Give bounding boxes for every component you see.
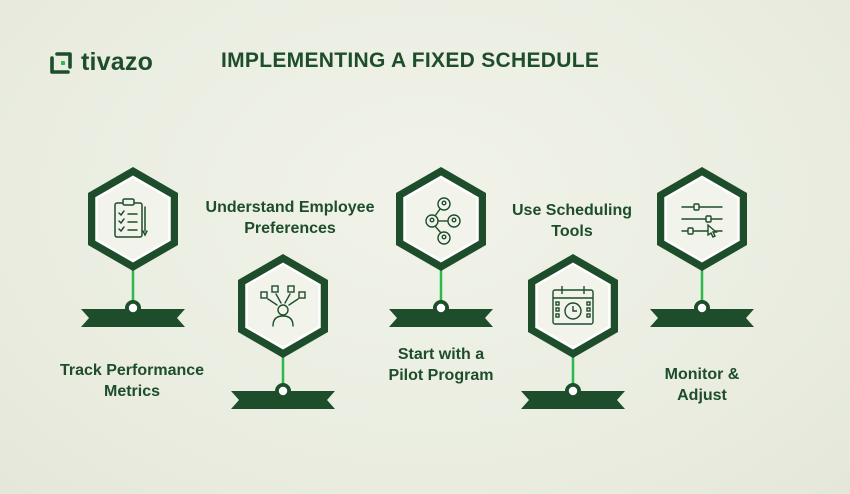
step-3-node [433,300,449,316]
brand-name: tivazo [81,48,154,76]
step-1-node [125,300,141,316]
team-network-icon [425,197,461,245]
step-1-badge [86,165,180,273]
step-2-group [231,252,335,409]
sliders-adjust-icon [681,203,723,238]
step-4-label: Use Scheduling Tools [511,202,633,240]
step-2-badge [236,252,330,360]
step-5-label: Monitor & Adjust [664,366,740,404]
clipboard-checklist-icon [114,198,148,238]
brand-logo: tivazo [48,48,153,77]
calendar-clock-icon [552,286,594,325]
step-1-group [81,165,185,327]
step-1-label: Track Performance Metrics [59,362,205,400]
step-2-label: Understand Employee Preferences [205,199,375,237]
step-4-node [565,383,581,399]
employee-preferences-icon [260,285,306,327]
step-4-group [521,252,625,409]
step-3-badge [394,165,488,273]
step-3-group [389,165,493,327]
step-3-label: Start with a Pilot Program [388,346,494,384]
page-title: IMPLEMENTING A FIXED SCHEDULE [221,49,600,72]
tivazo-logo-icon [50,51,72,74]
step-5-group [650,165,754,327]
step-5-node [694,300,710,316]
step-2-node [275,383,291,399]
